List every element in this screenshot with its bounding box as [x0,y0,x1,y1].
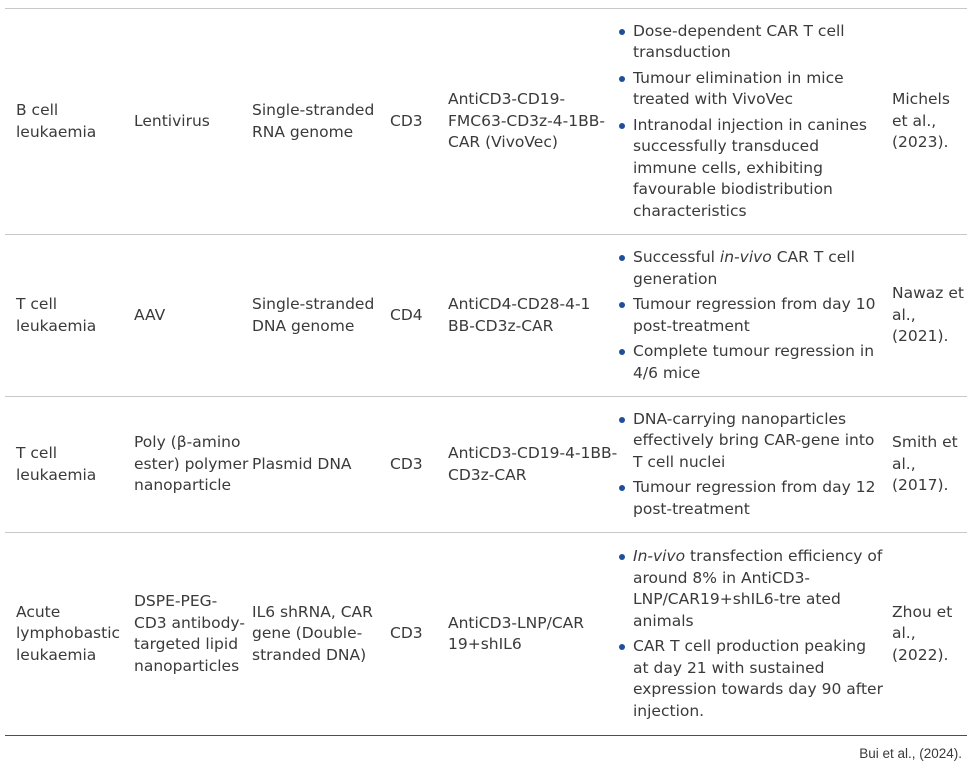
outcome-item: CAR T cell production peaking at day 21 … [616,636,886,722]
source-citation: Bui et al., (2024). [859,746,962,761]
construct-cell: AntiCD3-LNP/CAR 19+shIL6 [448,613,585,654]
target-cell: CD3 [390,624,423,643]
outcomes-cell: DNA-carrying nanoparticles effectively b… [616,397,886,532]
disease-cell: B cell leukaemia [16,101,97,141]
target-cell: CD3 [390,454,423,473]
reference-cell: Nawaz et al., (2021). [892,284,964,346]
payload-cell: Single-stranded DNA genome [252,295,375,335]
bullet-icon [619,485,625,492]
disease-cell: T cell leukaemia [16,444,97,484]
outcome-item: Complete tumour regression in 4/6 mice [616,341,886,384]
table-row: T cell leukaemia AAV Single-stranded DNA… [5,234,967,396]
payload-cell: Plasmid DNA [252,454,352,473]
reference-cell: Zhou et al., (2022). [892,602,953,664]
table-row: B cell leukaemia Lentivirus Single-stran… [5,8,967,234]
therapy-table: B cell leukaemia Lentivirus Single-stran… [5,8,967,736]
outcomes-cell: In-vivo transfection efficiency of aroun… [616,533,886,735]
outcome-item: Tumour regression from day 12 post-treat… [616,477,886,520]
outcome-item: DNA-carrying nanoparticles effectively b… [616,409,886,474]
disease-cell: Acute lymphobastic leukaemia [16,602,121,664]
table-row: Acute lymphobastic leukaemia DSPE-PEG-CD… [5,532,967,736]
outcome-item: In-vivo transfection efficiency of aroun… [616,546,886,632]
bullet-icon [619,255,625,261]
bullet-icon [619,28,625,35]
vector-cell: Lentivirus [134,111,210,130]
target-cell: CD3 [390,111,423,130]
target-cell: CD4 [390,305,423,324]
outcomes-cell: Successful in-vivo CAR T cell generation… [616,235,886,396]
disease-cell: T cell leukaemia [16,295,97,335]
bullet-icon [619,122,625,129]
vector-cell: DSPE-PEG-CD3 antibody-targeted lipid nan… [134,592,245,675]
vector-cell: Poly (β-amino ester) polymer nanoparticl… [134,433,249,495]
bullet-icon [619,554,625,560]
payload-cell: Single-stranded RNA genome [252,101,375,141]
payload-cell: IL6 shRNA, CAR gene (Double-stranded DNA… [252,602,373,664]
bullet-icon [619,302,625,308]
outcome-item: Successful in-vivo CAR T cell generation [616,247,886,290]
construct-cell: AntiCD3-CD19-FMC63-CD3z-4-1BB-CAR (VivoV… [448,90,605,152]
bullet-icon [619,349,625,355]
table-row: T cell leukaemia Poly (β-amino ester) po… [5,396,967,532]
reference-cell: Michels et al., (2023). [892,90,950,152]
outcome-item: Dose-dependent CAR T cell transduction [616,21,886,64]
outcome-item: Tumour regression from day 10 post-treat… [616,294,886,337]
construct-cell: AntiCD4-CD28-4-1 BB-CD3z-CAR [448,295,591,335]
outcome-item: Tumour elimination in mice treated with … [616,68,886,111]
bullet-icon [619,644,625,650]
bullet-icon [619,75,625,82]
construct-cell: AntiCD3-CD19-4-1BB-CD3z-CAR [448,444,618,484]
reference-cell: Smith et al., (2017). [892,433,958,495]
vector-cell: AAV [134,305,166,324]
bullet-icon [619,416,625,423]
outcome-item: Intranodal injection in canines successf… [616,115,886,223]
